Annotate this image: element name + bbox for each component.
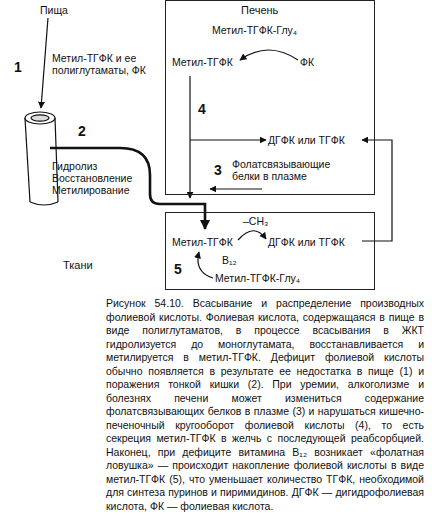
compound-label: Метил-ТГФК: [172, 236, 233, 248]
compound-label: Метил-ТГФК-Глу₄: [215, 272, 300, 284]
compound-label: Фолатсвязывающие белки в плазме: [232, 158, 356, 182]
return-arrow: [362, 140, 392, 241]
compound-label: Метил-ТГФК-Глу₄: [212, 24, 297, 36]
region-heading: Ткани: [63, 259, 93, 271]
liver-cycle-arrow: [240, 50, 298, 60]
liver-dhf-arrow: [190, 139, 266, 140]
callout-number: 3: [214, 163, 222, 178]
demethylation-arrow: [238, 231, 266, 240]
compound-label: Пища: [40, 4, 68, 16]
figure-caption: Рисунок 54.10. Всасывание и распределени…: [106, 297, 424, 513]
callout-number: 1: [14, 60, 22, 75]
callout-number: 5: [174, 262, 182, 277]
callout-number: 4: [198, 102, 206, 117]
absorption-arrow: [50, 148, 205, 229]
region-heading: Печень: [241, 4, 278, 16]
plasma-arrow: [210, 188, 262, 189]
compound-label: ФК: [300, 56, 314, 68]
compound-label: Гидролиз Восстановление Метилирование: [52, 160, 144, 196]
compound-label: ДГФК или ТГФК: [268, 134, 345, 146]
food-arrow: [41, 18, 48, 108]
callout-number: 2: [78, 124, 86, 139]
compound-label: ДГФК или ТГФК: [268, 236, 345, 248]
compound-label: B₁₂: [222, 254, 237, 266]
compound-label: Метил-ТГФК и ее полиглутаматы, ФК: [52, 52, 160, 76]
enterohepatic-arrow: [189, 76, 190, 198]
compound-label: Метил-ТГФК: [172, 56, 233, 68]
compound-label: –CH₃: [243, 215, 268, 227]
b12-arrow: [198, 252, 213, 278]
